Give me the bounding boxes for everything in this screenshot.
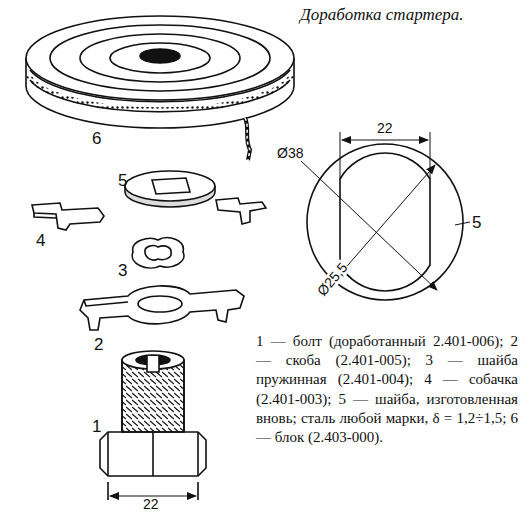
dimension: 22 xyxy=(142,497,160,512)
callout-number: 5 xyxy=(118,172,127,191)
callout-number: 5 xyxy=(472,214,481,233)
washer xyxy=(125,171,215,207)
figure-title: Доработка стартера. xyxy=(300,6,464,25)
dimension: Ø38 xyxy=(276,146,304,161)
spring-washer xyxy=(132,238,184,268)
pulley-block xyxy=(26,16,294,160)
callout-number: 2 xyxy=(94,336,103,355)
washer-detail xyxy=(300,132,470,300)
bolt xyxy=(100,351,206,500)
pawl xyxy=(216,198,266,224)
bracket xyxy=(80,286,244,330)
callout-number: 3 xyxy=(118,262,127,281)
callout-number: 1 xyxy=(92,418,101,437)
callout-number: 6 xyxy=(92,130,101,149)
pawl xyxy=(32,203,104,230)
parts-key: 1 — болт (доработанный 2.401-006); 2 — с… xyxy=(256,332,518,447)
dimension: 22 xyxy=(376,121,394,136)
callout-number: 4 xyxy=(36,232,45,251)
